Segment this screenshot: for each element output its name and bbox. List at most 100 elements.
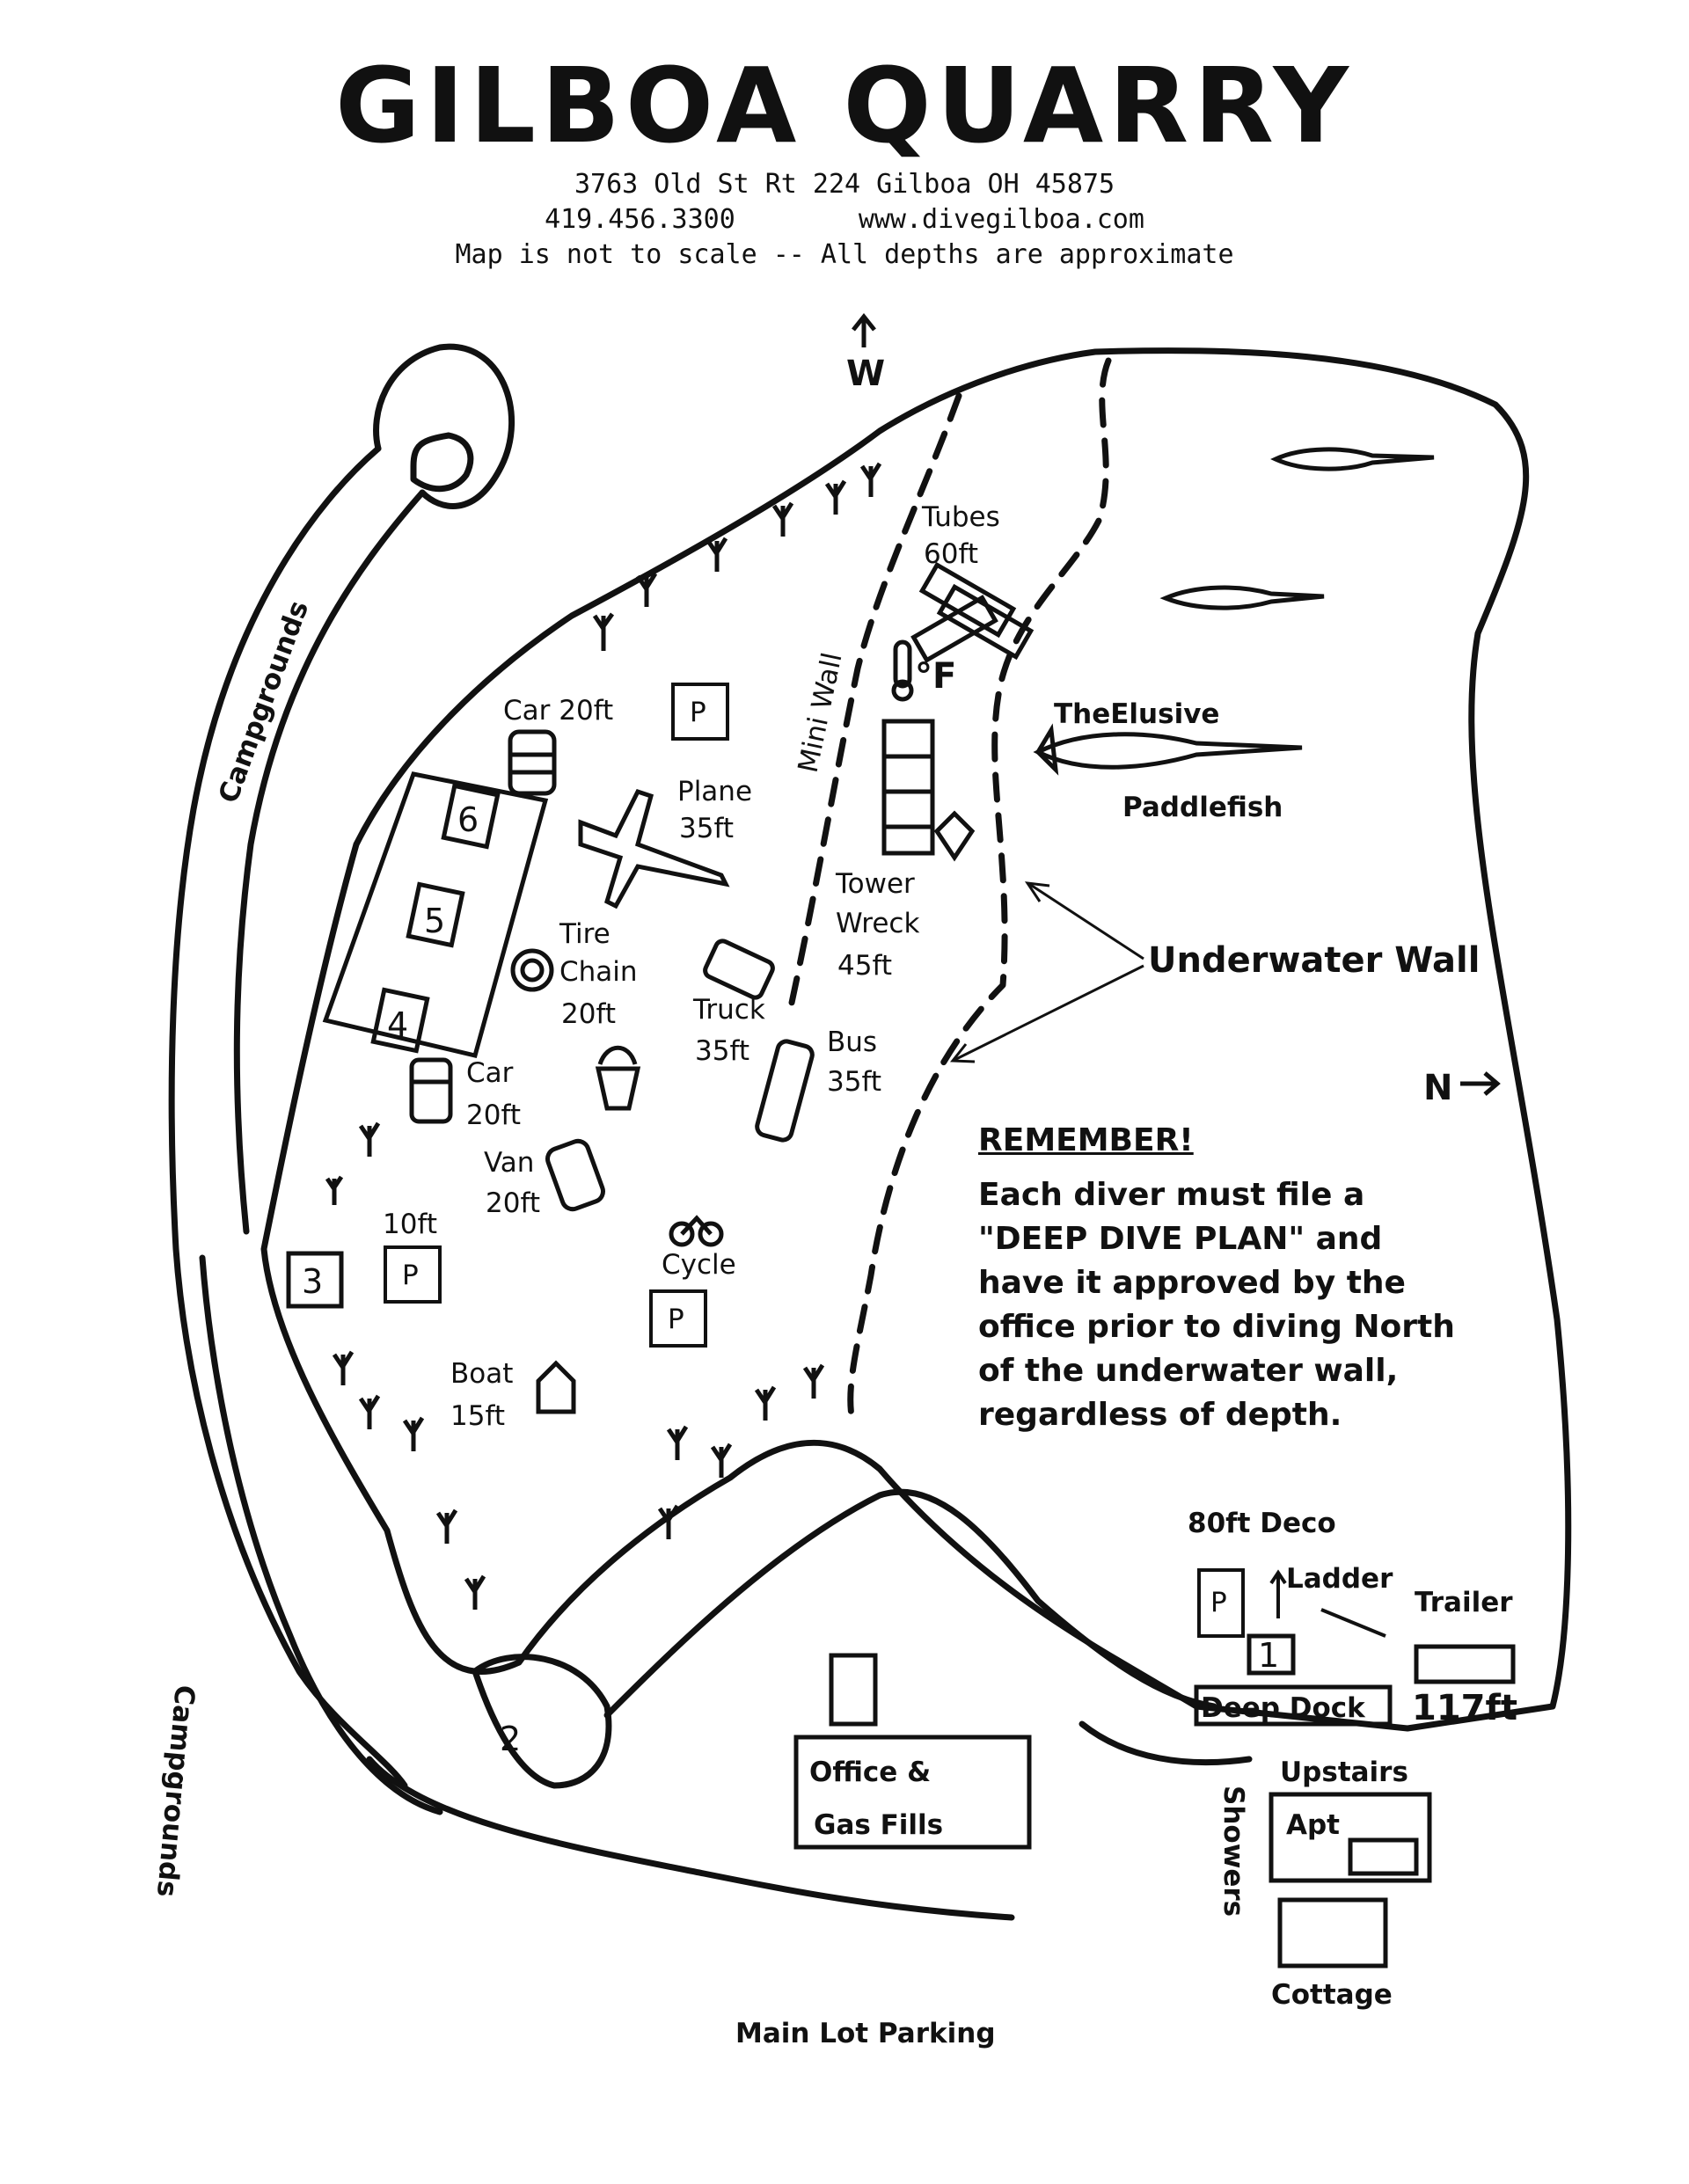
tubes-depth: 60ft [924,538,978,570]
entry-6-label: 6 [457,800,479,839]
boat-icon [536,1360,576,1414]
turnaround-island [410,432,474,493]
van-label: Van [484,1147,534,1179]
underwater-wall-line [847,357,1112,1428]
fish-icon [1159,585,1325,610]
tire-label: Tire [559,918,611,950]
page-title: GILBOA QUARRY [335,45,1354,166]
deep-dock-depth: 117ft [1412,1688,1517,1728]
office-annex-icon [829,1653,878,1727]
deep-dive-notice: REMEMBER! Each diver must file a "DEEP D… [978,1119,1471,1437]
van-depth: 20ft [486,1187,540,1219]
deco-ladder-icon [1269,1569,1386,1638]
apt-annex [1348,1837,1419,1876]
tubes-label: Tubes [921,501,1000,533]
cottage-building [1277,1897,1388,1969]
temperature-unit: °F [915,656,956,697]
parking-sign: P [1197,1568,1245,1638]
entry-1-label: 1 [1258,1636,1279,1675]
bus-icon [755,1039,815,1143]
underwater-wall-arrows [949,881,1144,1063]
campgrounds-bottom-label: Campgrounds [150,1684,201,1898]
parking-sign: P [384,1245,442,1304]
office-label-1: Office & [809,1757,931,1788]
entry-5-label: 5 [424,902,445,940]
van-icon [545,1138,605,1212]
chain-label: Chain [559,956,638,988]
wreck-label: Wreck [836,908,919,939]
plane-label: Plane [677,776,752,807]
fish-icon [1270,447,1435,471]
map-header: GILBOA QUARRY 3763 Old St Rt 224 Gilboa … [0,44,1689,273]
svg-text:P: P [1210,1587,1227,1618]
contact-row: 419.456.3300 www.divegilboa.com [0,202,1689,237]
tire-chain-depth: 20ft [561,998,616,1030]
deep-dock-icon [1194,1684,1393,1727]
lower-road [366,1756,1015,1921]
parking-sign: P [671,683,729,741]
bus-depth: 35ft [827,1066,881,1098]
entry-4-label: 4 [387,1005,408,1044]
plane-depth: 35ft [679,813,734,844]
tree-icon [325,462,882,1610]
svg-text:P: P [690,697,706,728]
plane-icon [578,788,730,909]
entry-3-box [286,1251,344,1309]
trailer-label: Trailer [1415,1587,1513,1618]
west-label: W [846,354,885,394]
quarry-shoreline [260,347,1572,1732]
basket-icon [595,1045,641,1111]
paddlefish-label-1: TheElusive [1054,698,1219,730]
paddlefish-icon [1033,723,1303,776]
office-building [793,1735,1032,1850]
west-road-outer [168,445,408,1789]
upstairs-label: Upstairs [1280,1757,1408,1788]
north-label: N [1423,1068,1452,1108]
car-2-depth: 20ft [466,1099,521,1131]
tower-wreck-icon [881,719,976,862]
deco-label: 80ft Deco [1188,1508,1336,1539]
svg-text:P: P [402,1260,419,1291]
compass-north: N [1423,1068,1501,1108]
paddlefish-label-2: Paddlefish [1122,792,1283,823]
svg-text:P: P [668,1304,684,1335]
tower-label: Tower [835,868,915,900]
apt-label: Apt [1286,1809,1340,1841]
phone-number: 419.456.3300 [545,204,735,235]
office-label-2: Gas Fills [814,1809,943,1841]
notice-heading: REMEMBER! [978,1122,1194,1158]
disclaimer: Map is not to scale -- All depths are ap… [455,239,1234,270]
truck-depth: 35ft [695,1035,749,1067]
entry-1-box [1247,1633,1296,1676]
south-road [603,1488,1217,1719]
boat-label: Boat [450,1358,513,1390]
mini-wall-line [788,392,962,1006]
underwater-wall-label: Underwater Wall [1148,940,1480,981]
truck-icon [703,939,775,1000]
thermometer-icon [891,639,914,702]
trailer-icon [1414,1644,1516,1684]
car-2-label: Car [466,1057,514,1089]
apt-building [1269,1792,1432,1883]
parking-sign: P [649,1289,707,1348]
west-road-inner [233,489,426,1235]
dock-road [1078,1720,1253,1766]
entry-3-label: 3 [302,1262,323,1301]
cottage-label: Cottage [1271,1979,1393,2011]
entry-2-label: 2 [500,1720,521,1758]
main-lot-label: Main Lot Parking [735,2018,996,2049]
address: 3763 Old St Rt 224 Gilboa OH 45875 [574,169,1115,200]
southwest-road [199,1254,443,1815]
notice-body: Each diver must file a "DEEP DIVE PLAN" … [978,1177,1455,1433]
boat-depth: 15ft [450,1400,505,1432]
entry-pier [322,771,549,1058]
website-link[interactable]: www.divegilboa.com [858,204,1144,235]
deep-dock-label: Deep Dock [1201,1692,1366,1724]
tower-depth: 45ft [837,950,892,982]
car-2-icon [409,1057,453,1124]
car-icon [508,729,557,796]
entry-two-island [472,1654,612,1789]
showers-label: Showers [1217,1786,1249,1917]
compass-west: W [846,312,885,394]
